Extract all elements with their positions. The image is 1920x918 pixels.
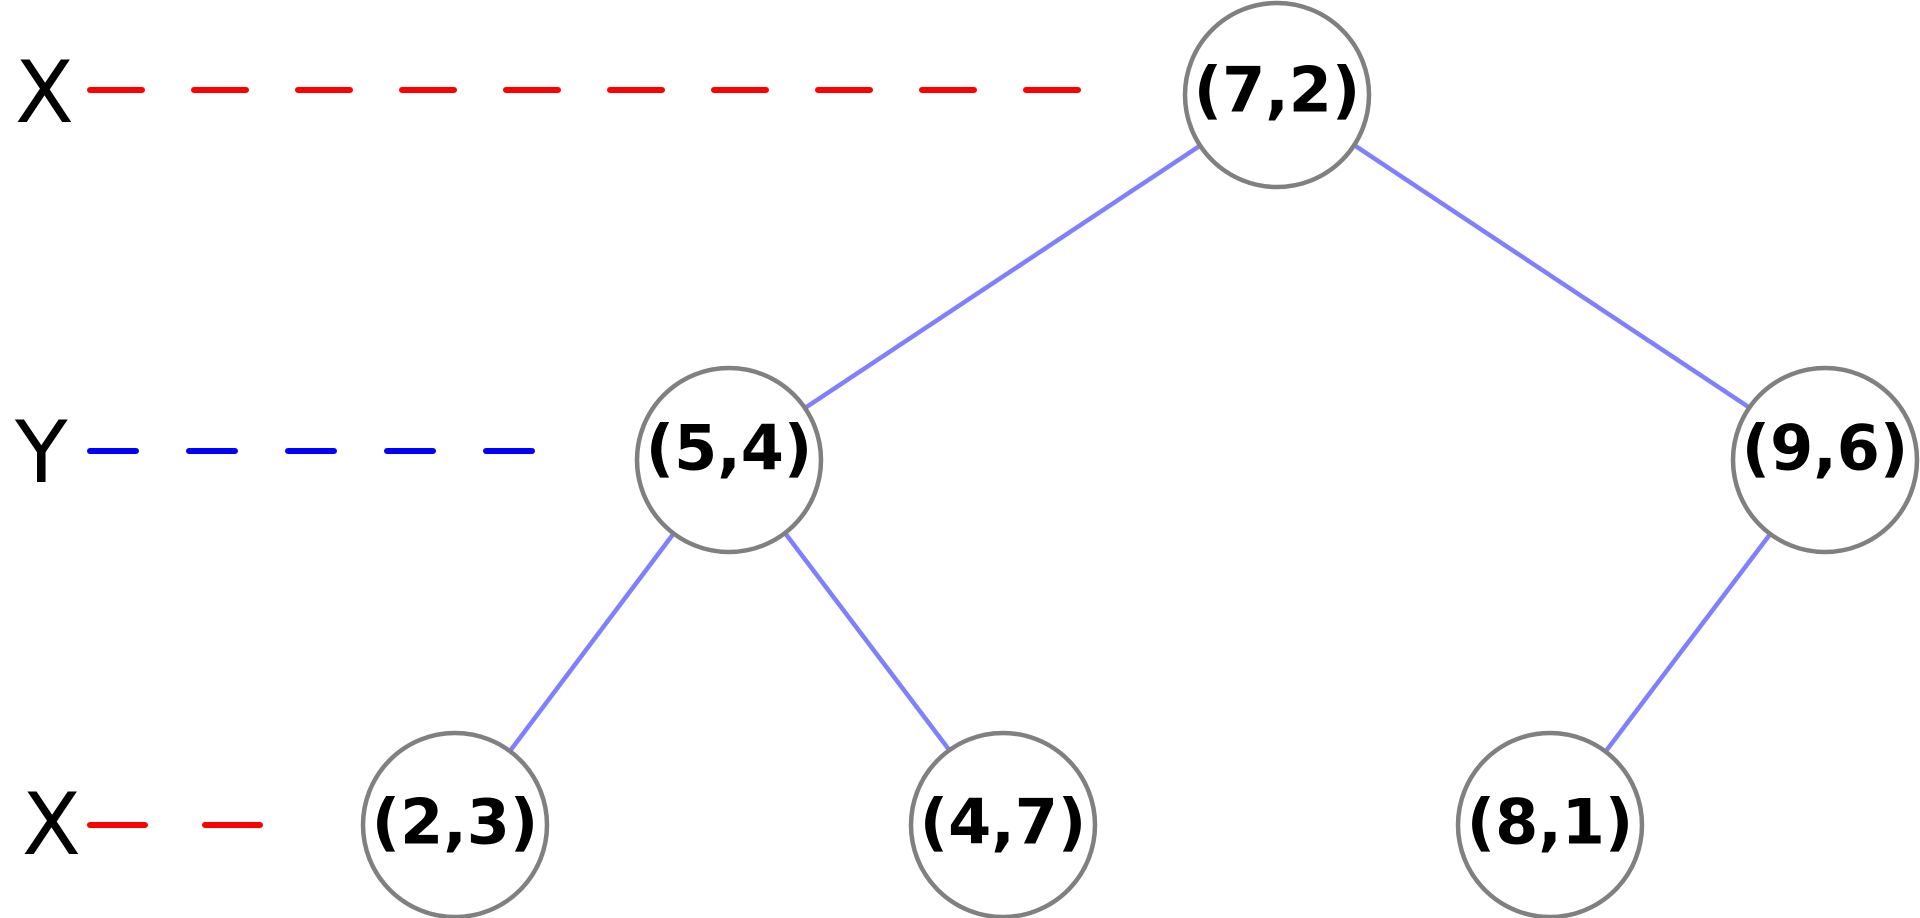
node-right: (9,6) — [1730, 365, 1920, 555]
level-2-split-line: X — [22, 775, 268, 875]
level-0-split-line: X — [15, 43, 1093, 143]
node-right-circle — [1730, 365, 1920, 555]
node-left-right-label: (4,7) — [920, 786, 1087, 859]
node-right-left-label: (8,1) — [1467, 786, 1634, 859]
node-left-left-label: (2,3) — [372, 786, 539, 859]
node-left-circle — [634, 365, 824, 555]
node-left-label: (5,4) — [646, 412, 813, 485]
node-root-circle — [1182, 0, 1372, 190]
node-root: (7,2) — [1182, 0, 1372, 190]
edge-root-left — [803, 143, 1203, 410]
level-1-split-line: Y — [14, 403, 543, 503]
tree-edges — [508, 143, 1773, 753]
node-root-label: (7,2) — [1194, 54, 1361, 127]
node-left-right-circle — [908, 730, 1098, 918]
level-1-axis-label: Y — [14, 403, 68, 503]
node-right-left-circle — [1455, 730, 1645, 918]
node-left-left-circle — [360, 730, 550, 918]
edge-root-right — [1352, 143, 1752, 410]
level-2-axis-label: X — [22, 775, 81, 875]
node-left-right: (4,7) — [908, 730, 1098, 918]
node-left: (5,4) — [634, 365, 824, 555]
edge-right-rightleft — [1604, 531, 1773, 753]
edge-left-leftright — [783, 531, 952, 753]
node-right-label: (9,6) — [1742, 412, 1909, 485]
edge-left-leftleft — [508, 531, 676, 753]
level-0-axis-label: X — [15, 43, 74, 143]
node-right-left: (8,1) — [1455, 730, 1645, 918]
node-left-left: (2,3) — [360, 730, 550, 918]
